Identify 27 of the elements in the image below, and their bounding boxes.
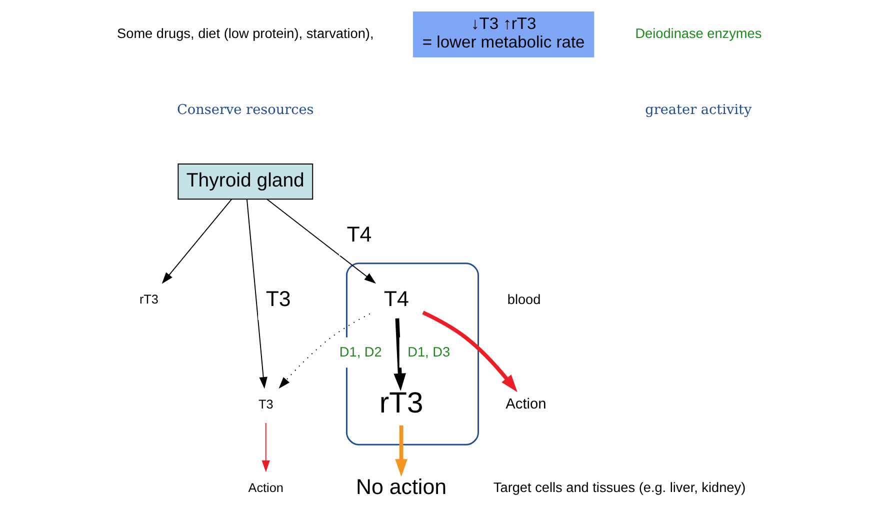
node-text: T4 (383, 286, 408, 311)
arrow (246, 198, 267, 389)
arrow (266, 198, 376, 284)
label: Target cells and tissues (e.g. liver, kidney) (492, 480, 746, 496)
arrow (261, 422, 270, 472)
node-text: No action (356, 474, 446, 499)
arrow (422, 310, 517, 392)
node-box: ↓T3 ↑rT3 = lower metabolic rate (412, 12, 594, 58)
node-text: rT3 (378, 387, 423, 420)
label: Conserve resources (176, 102, 314, 118)
node-text: Action (248, 480, 283, 495)
arrow (161, 198, 232, 284)
node-box: Thyroid gland (177, 164, 313, 200)
arrow (393, 318, 406, 391)
label: Deiodinase enzymes (634, 26, 762, 42)
label: blood (506, 292, 540, 308)
label: greater activity (644, 102, 752, 118)
arrow (394, 425, 407, 477)
arrow (278, 313, 370, 389)
node-text: Action (505, 396, 546, 413)
node-text: rT3 (138, 292, 158, 307)
label: Some drugs, diet (low protein), starvation), (116, 26, 374, 42)
node-text: T3 (258, 397, 273, 412)
edge-label: D1, D2 (338, 344, 382, 360)
edge-label: T4 (346, 222, 372, 247)
edge-label: D1, D3 (407, 344, 450, 360)
edge-label: T3 (265, 286, 290, 311)
